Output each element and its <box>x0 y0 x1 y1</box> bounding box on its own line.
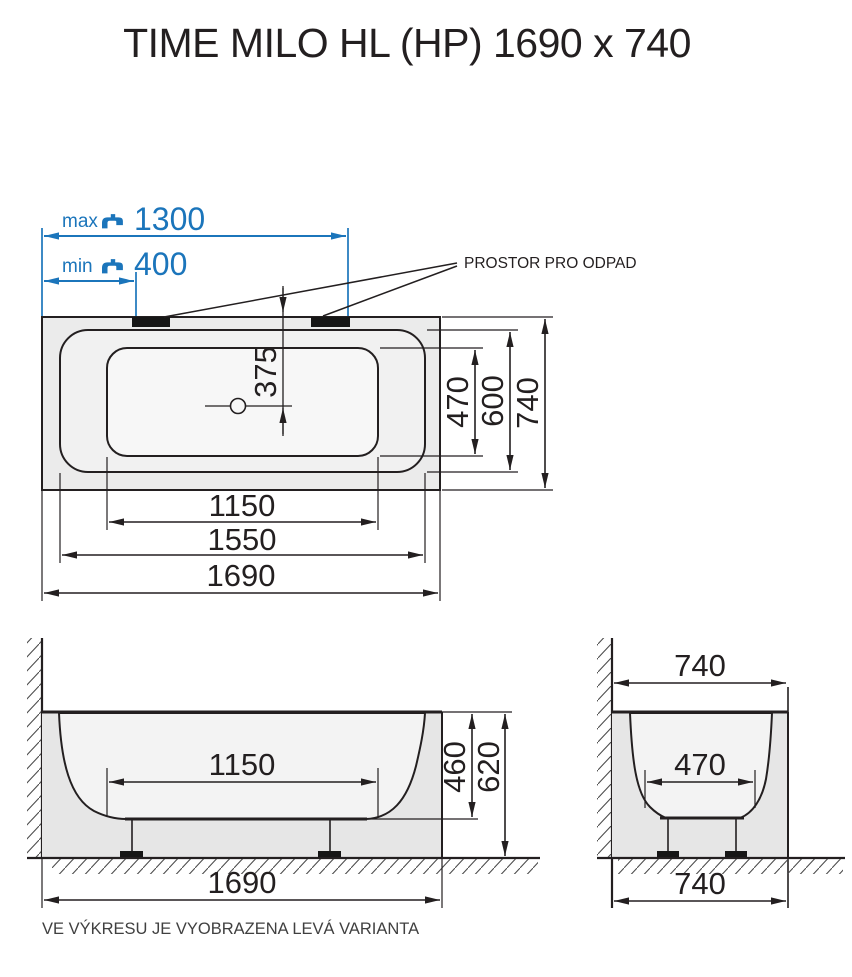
dim-inner-depth: 460 <box>437 741 472 793</box>
tap-distance-dims <box>41 228 349 316</box>
dim-inner-width: 470 <box>440 376 475 428</box>
foot-pad-right <box>318 851 341 857</box>
wall-hatching <box>27 638 42 857</box>
dim-end-base-width-value: 740 <box>674 866 726 901</box>
dim-end-top-width-value: 740 <box>674 648 726 683</box>
dim-side-overall-length-value: 1690 <box>208 865 277 900</box>
dim-overall-length: 1690 <box>207 558 276 593</box>
foot-pad-right <box>725 851 747 857</box>
foot-pad-left <box>657 851 679 857</box>
min-label: min <box>62 256 93 277</box>
dim-side-overall-length <box>41 858 443 908</box>
dim-end-bottom-width-value: 470 <box>674 747 726 782</box>
end-view: 740 470 740 <box>597 638 845 908</box>
dim-drain-offset-value: 375 <box>248 346 283 398</box>
dim-side-bottom-length <box>106 768 379 817</box>
faucet-icon <box>102 214 123 229</box>
dim-inner-length: 1150 <box>209 488 276 523</box>
dim-end-bottom-width <box>644 770 756 808</box>
dim-overall-width: 740 <box>510 377 545 429</box>
dim-rim-length: 1550 <box>208 522 277 557</box>
foot-pad-left <box>120 851 143 857</box>
top-view-length-dims <box>41 457 441 601</box>
drain-hole <box>229 397 247 415</box>
variant-note: VE VÝKRESU JE VYOBRAZENA LEVÁ VARIANTA <box>42 919 419 938</box>
floor-hatching <box>52 859 538 874</box>
max-label: max <box>62 211 98 232</box>
page-title: TIME MILO HL (HP) 1690 x 740 <box>123 20 691 66</box>
dim-max-tap-value: 1300 <box>134 201 205 237</box>
waste-space-left <box>132 317 170 327</box>
waste-space-right <box>311 317 350 327</box>
top-view-width-dims <box>380 316 553 491</box>
faucet-icon <box>102 259 123 274</box>
dim-side-heights <box>367 711 512 856</box>
floor-hatching <box>618 859 843 874</box>
top-view: 375 max 1300 min 400 PROSTOR PRO ODPAD <box>41 201 637 601</box>
dim-min-tap-value: 400 <box>134 246 187 282</box>
waste-space-callout: PROSTOR PRO ODPAD <box>163 255 637 318</box>
wall-hatching <box>597 638 612 857</box>
dim-drain-offset: 375 <box>248 286 287 436</box>
dim-side-bottom-length-value: 1150 <box>209 747 276 782</box>
waste-space-label: PROSTOR PRO ODPAD <box>464 255 637 272</box>
dim-overall-height: 620 <box>471 741 506 793</box>
dim-rim-width: 600 <box>475 375 510 427</box>
side-view: 1150 460 620 1690 <box>27 638 540 908</box>
